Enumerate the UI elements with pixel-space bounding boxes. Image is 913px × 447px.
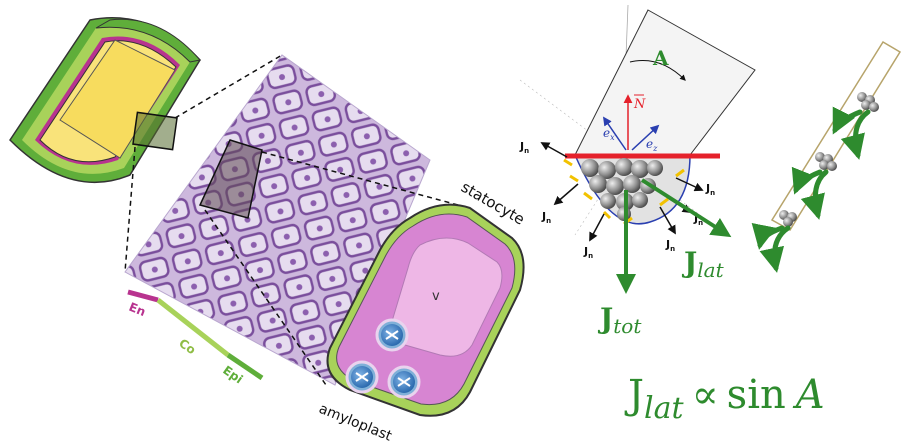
- lateral-flux-arrow: [640, 178, 732, 238]
- tilted-cell-model: A N ex ez: [519, 4, 756, 338]
- flux-normal-subscript: n: [588, 252, 593, 260]
- basis-x-subscript: x: [610, 133, 615, 142]
- flux-normal-letter: J: [665, 238, 670, 251]
- basis-x-letter: e: [603, 126, 610, 140]
- flux-normal-label: Jn: [583, 245, 593, 260]
- flux-normal-label: Jn: [665, 238, 675, 253]
- flux-normal-label: Jn: [541, 210, 551, 225]
- flux-normal-letter: J: [519, 140, 524, 153]
- flux-normal-subscript: n: [546, 217, 551, 225]
- flux-normal-subscript: n: [698, 219, 703, 227]
- flux-normal-letter: J: [541, 210, 546, 223]
- flux-lateral-label: Jlat: [681, 246, 725, 282]
- amyloplast-label: amyloplast: [317, 401, 395, 445]
- flux-normal-label: Jn: [519, 140, 529, 155]
- basis-x-label: ex: [603, 126, 615, 142]
- grain-cluster: [857, 92, 879, 112]
- normal-vector-label: N: [633, 97, 646, 112]
- amyloplast: [375, 318, 409, 352]
- flux-lateral-letter: J: [681, 246, 697, 279]
- flux-normal-subscript: n: [710, 189, 715, 197]
- grain-cluster: [815, 152, 837, 171]
- flux-lateral-subscript: lat: [697, 258, 724, 282]
- flux-normal-subscript: n: [524, 147, 529, 155]
- flux-normal-letter: J: [583, 245, 588, 258]
- grain-cluster: [779, 210, 797, 227]
- basis-z-subscript: z: [652, 144, 658, 153]
- lateral-flux-curved-arrows: [751, 106, 871, 273]
- formula-variable: A: [792, 372, 825, 418]
- cortex-label: Co: [176, 336, 198, 357]
- amyloplast: [345, 360, 379, 394]
- vacuole-label: v: [432, 289, 440, 304]
- stem-cylinder: [9, 17, 201, 183]
- flux-normal-label: Jn: [693, 212, 703, 227]
- amyloplast: [387, 365, 421, 399]
- angle-A-label: A: [652, 46, 669, 70]
- formula-lhs: J: [624, 372, 644, 418]
- flux-total-subscript: tot: [613, 314, 642, 338]
- flux-total-label: Jtot: [597, 302, 642, 338]
- endodermis-label: En: [127, 300, 148, 319]
- flux-normal-letter: J: [705, 182, 710, 195]
- flux-normal-letter: J: [693, 212, 698, 225]
- basis-z-label: ez: [646, 137, 658, 153]
- formula-function: sin: [727, 372, 786, 418]
- formula-lhs-subscript: lat: [644, 391, 684, 426]
- flux-total-letter: J: [597, 302, 613, 335]
- formula-relation: ∝: [692, 372, 719, 418]
- flux-normal-label: Jn: [705, 182, 715, 197]
- tilted-cell-column: [751, 40, 902, 273]
- flux-normal-subscript: n: [670, 245, 675, 253]
- basis-z-letter: e: [646, 137, 653, 151]
